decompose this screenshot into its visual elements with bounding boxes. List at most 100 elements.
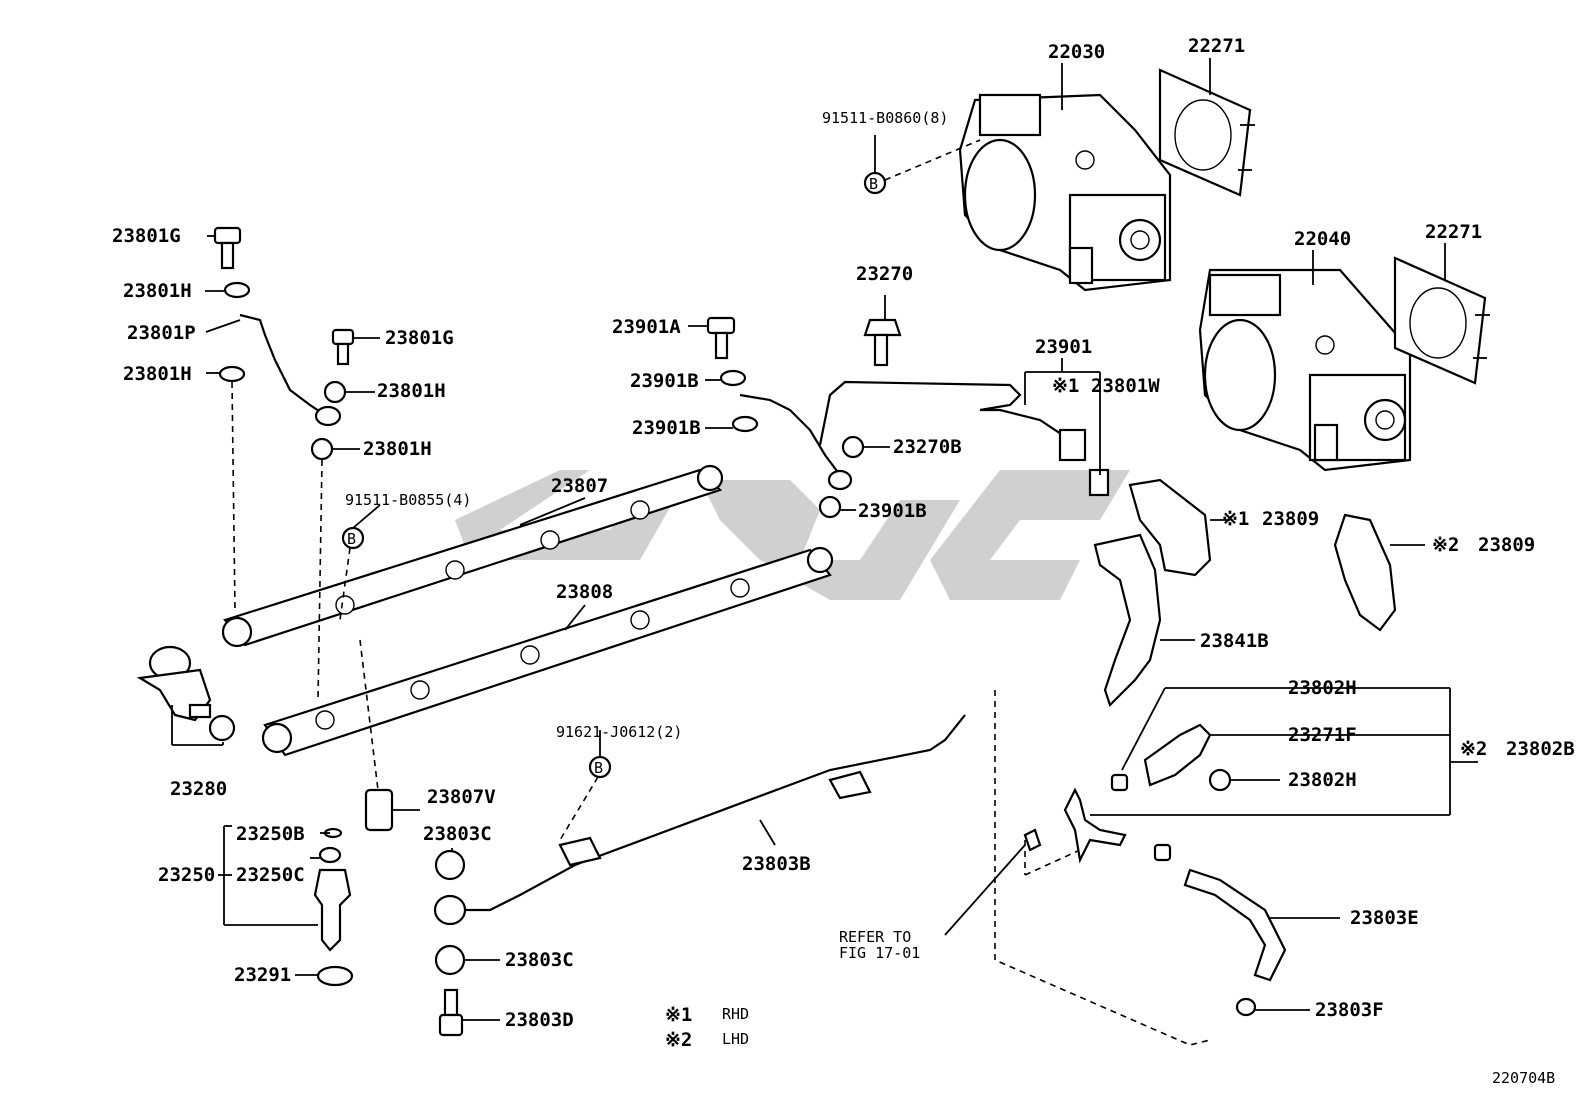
refer-leader [944, 844, 1026, 936]
label-23280: 23280 [170, 778, 227, 800]
label-23801g-b: 23801G [385, 327, 454, 349]
washer-23901b-c [818, 495, 842, 519]
label-mark2-a: ※2 [1432, 534, 1459, 556]
label-b0855: 91511-B0855(4) [345, 491, 471, 509]
label-23802h-a: 23802H [1288, 677, 1357, 699]
washer-23901b-b [731, 415, 759, 433]
label-23801h-c: 23801H [377, 380, 446, 402]
cover-23841b [1093, 533, 1162, 708]
bolt-23803d [438, 988, 464, 1037]
label-23803b: 23803B [742, 853, 811, 875]
label-b0860: 91511-B0860(8) [822, 109, 948, 127]
clamp-23803f [1235, 997, 1257, 1017]
refer-dash-c [1024, 849, 1081, 876]
clip-refer [1023, 828, 1042, 852]
label-23250b: 23250B [236, 823, 305, 845]
label-23803c-a: 23803C [423, 823, 492, 845]
part-labels: 22030 22271 22040 22271 91511-B0860(8) 2… [112, 35, 1575, 1031]
label-23250c: 23250C [236, 864, 305, 886]
label-23801w: 23801W [1091, 375, 1160, 397]
banjo-bolt-23901a [706, 316, 736, 360]
gasket-23803c-a [434, 849, 466, 881]
label-23802b: 23802B [1506, 738, 1575, 760]
pipe-end-23801p [314, 405, 342, 427]
label-23807: 23807 [551, 475, 608, 497]
label-22271-b: 22271 [1425, 221, 1482, 243]
label-23271f: 23271F [1288, 724, 1357, 746]
gasket-23803c-b [434, 944, 466, 976]
label-22271-a: 22271 [1188, 35, 1245, 57]
bolt-b0855-circle: B [339, 504, 381, 621]
bolt-b0860-circle: B [863, 135, 981, 195]
fuel-pipe-23803b [455, 714, 966, 912]
washer-23801h-d [310, 437, 334, 461]
banjo-bolt-23801g-left [213, 226, 242, 270]
delivery-pipe-23808 [261, 546, 834, 757]
legend-text-1: RHD [722, 1005, 749, 1023]
connector-union [1063, 787, 1127, 864]
delivery-pipe-23807 [221, 464, 724, 648]
bracket-23802b-diag [1121, 687, 1166, 771]
bracket-23809-lhd [1333, 513, 1397, 632]
dashed-line-b [317, 459, 323, 701]
bolt-letter-3: B [594, 759, 603, 777]
throttle-body-22030 [958, 93, 1172, 292]
label-23809-b: 23809 [1478, 534, 1535, 556]
clamp-23802h-b [1208, 768, 1232, 792]
label-23803e: 23803E [1350, 907, 1419, 929]
label-refer-1: REFER TO [839, 928, 911, 946]
clamp-23802h-a [1110, 773, 1129, 792]
label-mark2-b: ※2 [1460, 738, 1487, 760]
legend-mark-1: ※1 [665, 1004, 692, 1026]
label-23803f: 23803F [1315, 999, 1384, 1021]
label-23808: 23808 [556, 581, 613, 603]
washer-23901b-a [719, 369, 747, 387]
legend-text-2: LHD [722, 1030, 749, 1048]
pipe-end-connector [1058, 428, 1087, 462]
washer-23801h-b [218, 365, 246, 383]
label-23270: 23270 [856, 263, 913, 285]
hose-23803e [1183, 868, 1287, 982]
label-23801g-a: 23801G [112, 225, 181, 247]
label-23291: 23291 [234, 964, 291, 986]
label-23803c-b: 23803C [505, 949, 574, 971]
dashed-line-c [359, 639, 379, 791]
bracket-23809-rhd [1128, 478, 1212, 577]
label-mark1-a: ※1 [1052, 375, 1079, 397]
legend: ※1 RHD ※2 LHD [665, 1004, 749, 1051]
dashed-line-a [231, 381, 236, 611]
refer-dash-outline [994, 690, 1211, 1046]
label-23809-a: 23809 [1262, 508, 1319, 530]
clip-23801w [1088, 468, 1110, 497]
label-mark1-b: ※1 [1222, 508, 1249, 530]
label-23801h-b: 23801H [123, 363, 192, 385]
bolt-letter-1: B [869, 175, 878, 193]
label-23801h-d: 23801H [363, 438, 432, 460]
label-23901b-a: 23901B [630, 370, 699, 392]
label-23901: 23901 [1035, 336, 1092, 358]
label-refer-2: FIG 17-01 [839, 944, 920, 962]
union-23803b [433, 894, 467, 926]
bolt-letter-2: B [347, 530, 356, 548]
gasket-22271-upper [1158, 68, 1255, 197]
label-23802h-b: 23802H [1288, 769, 1357, 791]
label-23270b: 23270B [893, 436, 962, 458]
label-23901a: 23901A [612, 316, 681, 338]
label-22040: 22040 [1294, 228, 1351, 250]
throttle-body-22040 [1198, 268, 1412, 472]
insulator-23807v [364, 788, 394, 832]
label-23807v: 23807V [427, 786, 496, 808]
label-23801h-a: 23801H [123, 280, 192, 302]
pipe-23901-branch [739, 393, 841, 476]
washer-23801h-c [323, 380, 347, 404]
label-23901b-b: 23901B [632, 417, 701, 439]
pressure-regulator-23280 [136, 645, 236, 746]
label-23901b-c: 23901B [858, 500, 927, 522]
label-23250: 23250 [158, 864, 215, 886]
washer-23270b [841, 435, 865, 459]
bolt-j0612-dash [559, 776, 599, 841]
figure-code: 220704B [1492, 1069, 1555, 1087]
label-23841b: 23841B [1200, 630, 1269, 652]
